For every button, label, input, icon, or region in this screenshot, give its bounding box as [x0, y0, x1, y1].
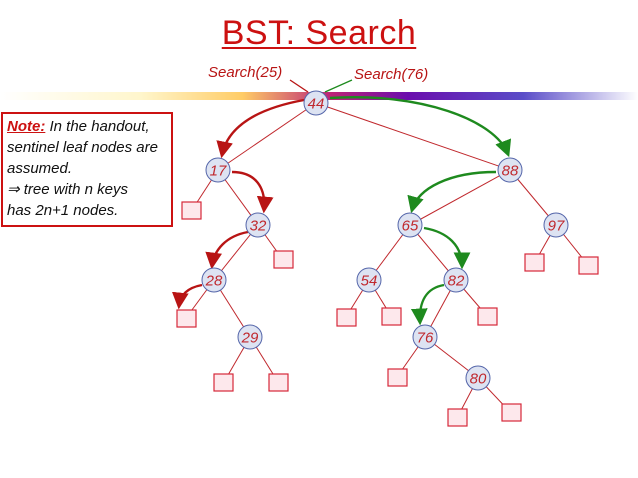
- note-line-2: sentinel leaf nodes are: [7, 139, 158, 156]
- note-heading: Note:: [7, 118, 46, 135]
- node-54: 54: [356, 267, 382, 293]
- search-76-arrow-88-65: [407, 170, 497, 214]
- node-32: 32: [245, 212, 271, 238]
- node-88: 88: [497, 157, 523, 183]
- node-82: 82: [443, 267, 469, 293]
- leaf-97-right: [578, 256, 599, 275]
- note-line-4: tree with n keys: [19, 181, 128, 198]
- node-29: 29: [237, 324, 263, 350]
- leaf-17-left: [181, 201, 202, 220]
- leaf-82-right: [477, 307, 498, 326]
- search-25-arrow-44-17: [216, 98, 305, 159]
- leaf-80-left: [447, 408, 468, 427]
- leaf-54-right: [381, 307, 402, 326]
- note-box: Note: In the handout, sentinel leaf node…: [1, 112, 173, 227]
- node-key-label: 88: [502, 163, 519, 180]
- node-circle: [465, 365, 491, 391]
- node-key-label: 82: [448, 273, 465, 290]
- node-circle: [543, 212, 569, 238]
- node-circle: [397, 212, 423, 238]
- node-key-label: 76: [417, 330, 434, 347]
- node-key-label: 32: [250, 218, 267, 235]
- edge-88-65: [409, 169, 511, 226]
- search-76-arrow-82-76: [410, 283, 445, 326]
- search-76-arrow-44-88: [329, 96, 512, 158]
- search-76-pointer: [324, 79, 353, 93]
- node-key-label: 65: [402, 218, 419, 235]
- node-key-label: 44: [308, 96, 325, 113]
- leaf-76-left: [387, 368, 408, 387]
- note-line-3: assumed.: [7, 160, 73, 177]
- node-circle: [303, 90, 329, 116]
- node-80: 80: [465, 365, 491, 391]
- edge-44-17: [217, 102, 317, 171]
- node-circle: [443, 267, 469, 293]
- leaf-80-right: [501, 403, 522, 422]
- leaf-97-left: [524, 253, 545, 272]
- node-key-label: 28: [205, 273, 223, 290]
- node-key-label: 29: [241, 330, 259, 347]
- node-circle: [245, 212, 271, 238]
- search-25-arrow-32-28: [205, 230, 249, 270]
- node-key-label: 17: [210, 163, 227, 180]
- leaf-32-right: [273, 250, 294, 269]
- node-circle: [205, 157, 231, 183]
- search-76-arrow-65-82: [423, 226, 471, 270]
- node-key-label: 97: [548, 218, 565, 235]
- node-28: 28: [201, 267, 227, 293]
- note-line-1: In the handout,: [45, 118, 150, 135]
- slide-title: BST: Search: [221, 14, 417, 52]
- node-65: 65: [397, 212, 423, 238]
- search-25-arrow-28-leaf: [171, 283, 203, 310]
- node-circle: [412, 324, 438, 350]
- node-44: 44: [303, 90, 329, 116]
- leaf-29-left: [213, 373, 234, 392]
- note-line-5: has 2n+1 nodes.: [7, 202, 119, 219]
- node-circle: [497, 157, 523, 183]
- leaf-28-left: [176, 309, 197, 328]
- search-25-arrow-17-32: [231, 170, 274, 214]
- node-circle: [356, 267, 382, 293]
- search-25-pointer: [289, 79, 309, 93]
- node-circle: [201, 267, 227, 293]
- edge-44-88: [315, 102, 511, 171]
- node-key-label: 54: [361, 273, 378, 290]
- leaf-29-right: [268, 373, 289, 392]
- node-76: 76: [412, 324, 438, 350]
- node-key-label: 80: [470, 371, 487, 388]
- leaf-54-left: [336, 308, 357, 327]
- search-76-label: Search(76): [354, 66, 429, 83]
- search-25-label: Search(25): [208, 64, 283, 81]
- node-circle: [237, 324, 263, 350]
- implies-symbol: ⇒: [7, 181, 20, 198]
- node-17: 17: [205, 157, 231, 183]
- node-97: 97: [543, 212, 569, 238]
